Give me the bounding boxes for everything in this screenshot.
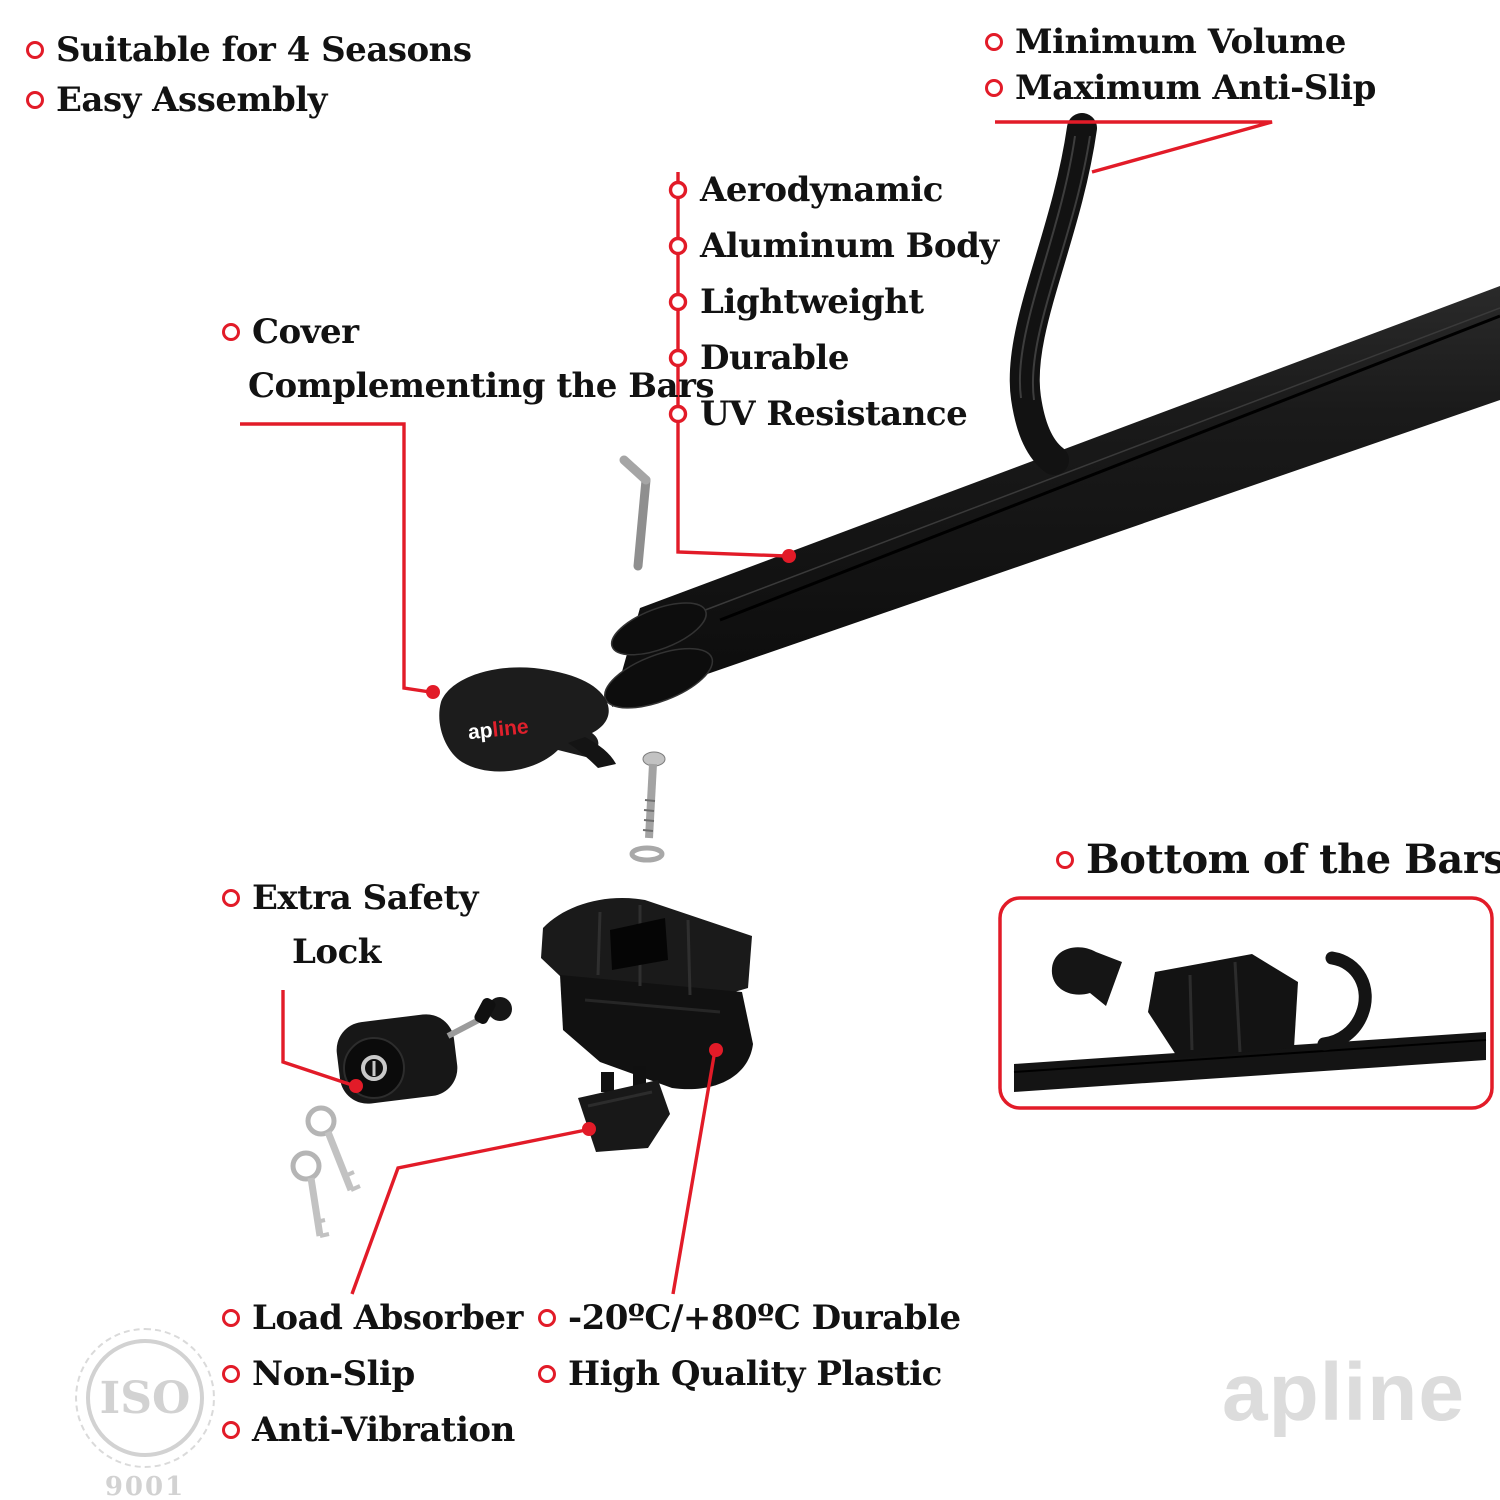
label-temperature-durable: -20ºC/+80ºC Durable — [538, 1296, 961, 1340]
label-text: UV Resistance — [700, 394, 968, 434]
label-cover: Cover — [222, 310, 359, 354]
bolt-icon — [642, 751, 666, 839]
bullet-icon — [985, 79, 1003, 97]
label-text: Aerodynamic — [700, 170, 943, 210]
label-text: -20ºC/+80ºC Durable — [568, 1298, 961, 1338]
label-text: Cover — [252, 312, 359, 352]
bullet-icon — [985, 33, 1003, 51]
label-text: Anti-Vibration — [252, 1410, 515, 1450]
crossbar — [603, 286, 1500, 709]
bullet-icon — [222, 323, 240, 341]
bullet-icon — [538, 1365, 556, 1383]
label-text: Maximum Anti-Slip — [1015, 68, 1376, 108]
cover-piece: apline — [439, 667, 616, 772]
label-lock: Lock — [292, 930, 381, 974]
label-minimum-volume: Minimum Volume — [985, 20, 1346, 64]
label-text: Load Absorber — [252, 1298, 523, 1338]
washer-icon — [629, 845, 665, 863]
label-bottom-of-bars: Bottom of the Bars — [1056, 834, 1500, 886]
cover-logo: apline — [467, 715, 530, 744]
allen-key-icon — [619, 455, 651, 571]
bullet-icon — [222, 1421, 240, 1439]
bullet-icon — [1056, 851, 1074, 869]
keys-icon — [290, 1105, 361, 1238]
bullet-icon — [26, 91, 44, 109]
bullet-icon — [26, 41, 44, 59]
label-text: Bottom of the Bars — [1086, 836, 1500, 883]
label-easy-assembly: Easy Assembly — [26, 78, 327, 122]
iso-badge-title: ISO — [86, 1339, 204, 1457]
label-maximum-antislip: Maximum Anti-Slip — [985, 66, 1376, 110]
feature-bullets — [668, 180, 688, 424]
brand-watermark: apline — [1222, 1347, 1465, 1438]
foot-assembly — [541, 898, 753, 1090]
label-text: Aluminum Body — [700, 226, 999, 266]
label-text: Non-Slip — [252, 1354, 415, 1394]
label-text: Minimum Volume — [1015, 22, 1346, 62]
bullet-icon — [538, 1309, 556, 1327]
label-load-absorber: Load Absorber — [222, 1296, 523, 1340]
iso-badge: ISO 9001 — [70, 1328, 220, 1500]
label-text: Lock — [292, 932, 381, 972]
bullet-icon — [222, 1309, 240, 1327]
label-text: Durable — [700, 338, 849, 378]
rubber-strip — [1009, 113, 1097, 475]
label-text: Extra Safety — [252, 878, 478, 918]
label-cover-line2: Complementing the Bars — [248, 364, 715, 408]
feature-aluminum-body: Aluminum Body — [700, 224, 999, 268]
iso-badge-number: 9001 — [104, 1472, 186, 1500]
label-text: Easy Assembly — [56, 80, 327, 120]
feature-aerodynamic: Aerodynamic — [700, 168, 943, 212]
label-non-slip: Non-Slip — [222, 1352, 415, 1396]
load-absorber-pad — [578, 1066, 670, 1152]
label-anti-vibration: Anti-Vibration — [222, 1408, 515, 1452]
label-text: Suitable for 4 Seasons — [56, 30, 472, 70]
crossbar-end-profile — [603, 602, 714, 709]
bullet-icon — [222, 1365, 240, 1383]
label-text: High Quality Plastic — [568, 1354, 942, 1394]
feature-durable: Durable — [700, 336, 849, 380]
label-text: Lightweight — [700, 282, 924, 322]
label-high-quality-plastic: High Quality Plastic — [538, 1352, 942, 1396]
bullet-icon — [222, 889, 240, 907]
cover-logo-red: line — [491, 715, 529, 742]
label-text: Complementing the Bars — [248, 366, 715, 406]
label-extra-safety: Extra Safety — [222, 876, 478, 920]
safety-lock — [336, 997, 512, 1104]
callout-dots — [349, 549, 796, 1136]
label-suitable-seasons: Suitable for 4 Seasons — [26, 28, 472, 72]
feature-lightweight: Lightweight — [700, 280, 924, 324]
iso-badge-ring: ISO — [75, 1328, 215, 1468]
bottom-bars-inset — [998, 896, 1494, 1110]
feature-uv-resistance: UV Resistance — [700, 392, 968, 436]
cover-logo-white: ap — [467, 719, 494, 744]
